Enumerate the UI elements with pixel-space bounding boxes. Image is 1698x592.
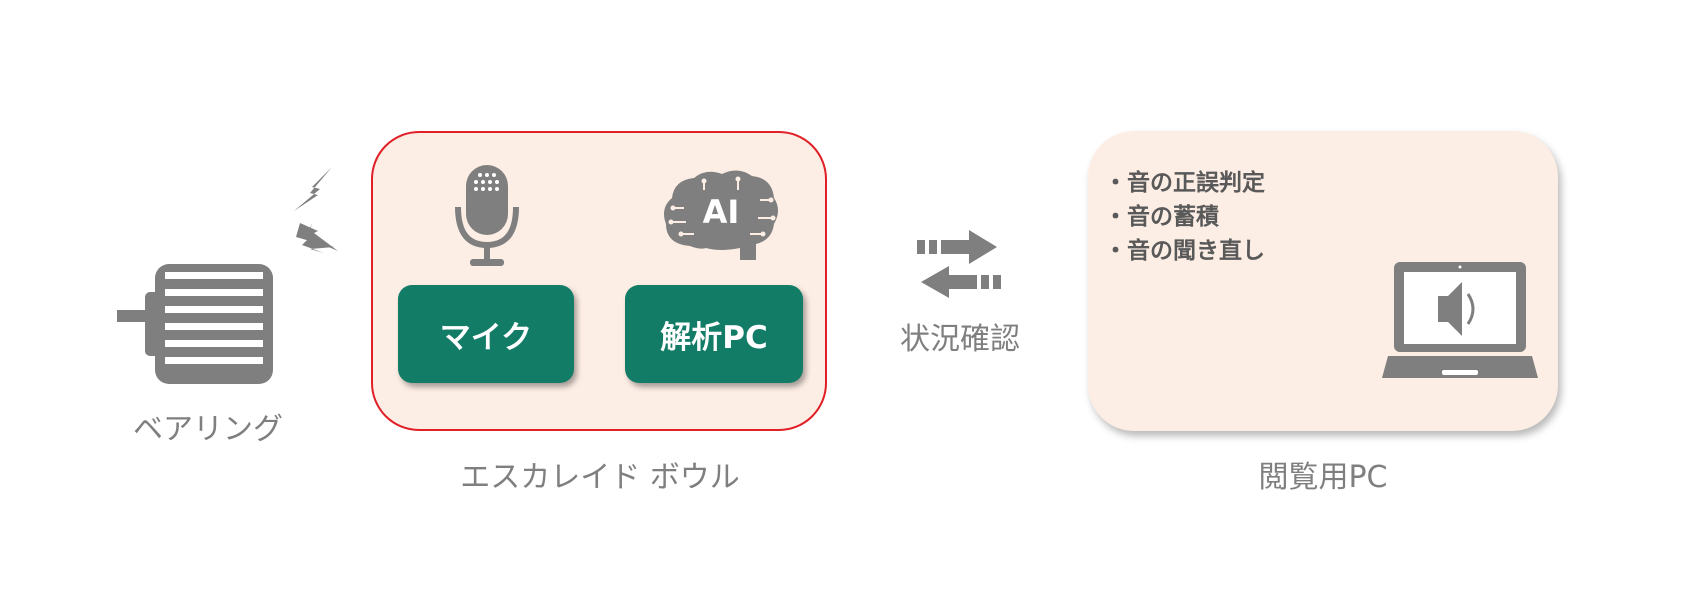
feature-list: 音の正誤判定 音の蓄積 音の聞き直し xyxy=(1110,166,1265,268)
bidirectional-arrows-icon xyxy=(917,230,1001,298)
motor-icon xyxy=(117,264,273,384)
feature-item: 音の聞き直し xyxy=(1110,234,1265,268)
laptop-speaker-icon xyxy=(1382,262,1538,378)
analysis-pc-button: 解析PC xyxy=(625,285,803,383)
bearing-label: ベアリング xyxy=(133,412,283,447)
feature-item: 音の正誤判定 xyxy=(1110,166,1265,200)
feature-item: 音の蓄積 xyxy=(1110,200,1265,234)
ai-badge-text: AI xyxy=(703,193,740,231)
escalade-bowl-label: エスカレイド ボウル xyxy=(460,460,740,495)
mic-button: マイク xyxy=(398,285,574,383)
ai-brain-icon: AI xyxy=(664,170,778,260)
microphone-icon xyxy=(455,165,519,266)
viewer-pc-label: 閲覧用PC xyxy=(1258,460,1388,495)
status-check-label: 状況確認 xyxy=(900,322,1020,357)
sound-wave-icon xyxy=(294,167,338,253)
